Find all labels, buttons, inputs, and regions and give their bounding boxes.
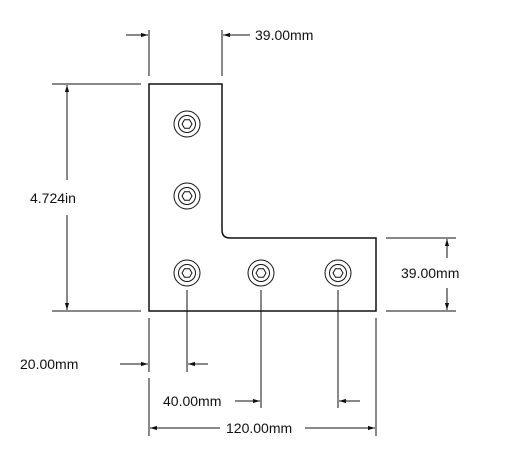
right-height-dimension: 39.00mm — [386, 237, 459, 312]
hex-socket-screw-icon — [173, 182, 201, 210]
hole-offset-label: 20.00mm — [20, 356, 78, 372]
hole-spacing-dimension: 40.00mm — [163, 290, 360, 409]
hole-offset-dimension: 20.00mm — [20, 290, 208, 372]
hex-socket-screw-icon — [173, 259, 201, 287]
top-width-label: 39.00mm — [255, 27, 313, 43]
total-width-dimension: 120.00mm — [148, 318, 377, 436]
height-dimension: 4.724in — [30, 83, 141, 312]
height-label: 4.724in — [30, 190, 76, 206]
top-width-dimension: 39.00mm — [126, 27, 313, 76]
l-bracket-part — [148, 83, 377, 312]
total-width-label: 120.00mm — [226, 420, 292, 436]
hole-spacing-label: 40.00mm — [163, 393, 221, 409]
hex-socket-screw-icon — [324, 259, 352, 287]
right-height-label: 39.00mm — [401, 265, 459, 281]
hex-socket-screw-icon — [173, 110, 201, 138]
hex-socket-screw-icon — [247, 259, 275, 287]
